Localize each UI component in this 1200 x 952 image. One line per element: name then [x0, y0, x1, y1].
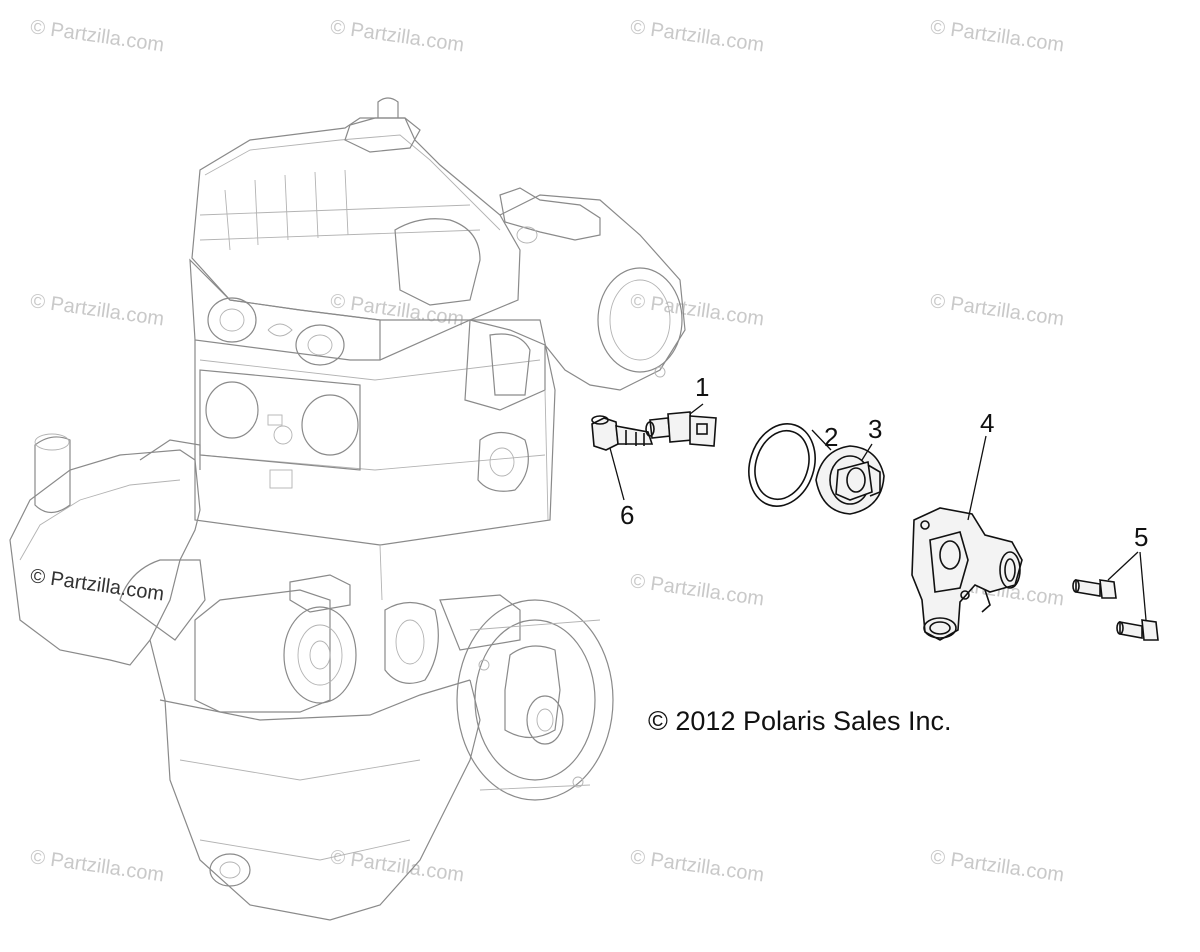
part-4-thermostat-housing [911, 507, 1023, 641]
part-6-fitting [591, 415, 654, 451]
callout-1: 1 [695, 372, 710, 402]
callout-4: 4 [980, 408, 995, 438]
leader-5b [1139, 551, 1147, 621]
copyright-notice: © 2012 Polaris Sales Inc. [648, 706, 952, 736]
callout-5: 5 [1134, 522, 1149, 552]
callout-2: 2 [824, 422, 839, 452]
leader-2 [811, 429, 832, 451]
part-1-temperature-sensor [645, 411, 717, 447]
part-2-o-ring [748, 423, 816, 507]
callout-6: 6 [620, 500, 635, 530]
part-5-bolts [1072, 579, 1159, 641]
leader-6 [609, 447, 625, 501]
leader-3 [861, 443, 873, 461]
leader-1 [689, 403, 704, 415]
leader-5a [1107, 551, 1139, 581]
callout-3: 3 [868, 414, 883, 444]
engine-assembly [9, 97, 686, 921]
leader-4 [967, 435, 987, 521]
part-3-thermostat [815, 445, 885, 515]
